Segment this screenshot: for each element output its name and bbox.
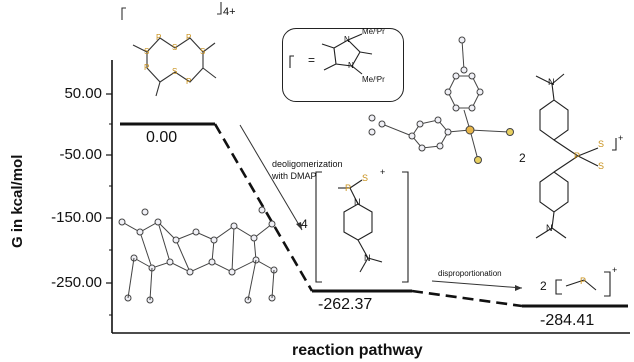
legend-box <box>282 28 404 102</box>
legend-equals: = <box>308 53 316 67</box>
ring-atom-s: S <box>144 47 150 56</box>
legend-substituent-bottom: Me/ⁱPr <box>362 75 385 84</box>
coefficient-2-upper: 2 <box>519 151 526 165</box>
ring-atom-s: S <box>172 67 178 76</box>
bis-dmap-cation <box>535 73 617 239</box>
step-label-deoligomerization: deoligomerization <box>272 159 343 169</box>
arrow-head <box>515 285 522 291</box>
phosphenium-charge: + <box>612 265 618 275</box>
ring-atom-p: P <box>156 33 162 42</box>
adduct-atom-n: N <box>354 197 361 207</box>
coefficient-4: 4 <box>301 217 308 231</box>
step-label-dmap: with DMAP <box>272 171 317 181</box>
connector-1 <box>213 123 314 292</box>
ring-atom-s: S <box>172 43 178 52</box>
y-tick-label: -250.00 <box>51 274 102 291</box>
right-atom-p: P <box>574 151 581 161</box>
arrow-head <box>296 222 302 230</box>
y-tick-label: 50.00 <box>64 85 102 102</box>
legend-atom-n: N <box>344 35 350 44</box>
adduct-charge: + <box>380 167 386 177</box>
crystal-structure-right <box>368 36 514 164</box>
ring-atom-p: P <box>186 33 192 42</box>
right-atom-n: N <box>546 223 553 233</box>
energy-label-0: 0.00 <box>146 129 178 146</box>
energy-label-1: -262.37 <box>318 296 373 313</box>
step-label-disproportionation: disproportionation <box>438 269 502 278</box>
energy-label-2: -284.41 <box>540 312 595 329</box>
legend-substituent-top: Me/ⁱPr <box>362 27 385 36</box>
right-atom-s: S <box>598 161 605 171</box>
adduct-atom-p: P <box>345 183 352 193</box>
dmap-adduct <box>315 171 409 283</box>
right-atom-s: S <box>598 139 605 149</box>
right-charge: + <box>618 133 624 143</box>
adduct-atom-n: N <box>364 253 371 263</box>
connector-2 <box>411 289 523 308</box>
p4s4-ring <box>121 2 222 97</box>
coefficient-2-lower: 2 <box>540 279 547 293</box>
arrow-disproportionation <box>431 280 523 289</box>
legend-atom-n: N <box>348 61 354 70</box>
x-axis-label: reaction pathway <box>292 342 423 359</box>
y-axis-label: G in kcal/mol <box>9 154 26 248</box>
ring-atom-p: P <box>186 77 192 86</box>
adduct-atom-s: S <box>362 173 369 183</box>
ring-atom-p: P <box>144 63 150 72</box>
crystal-structure-left <box>118 206 278 304</box>
legend-carbene <box>289 33 373 75</box>
right-atom-n: N <box>548 77 555 87</box>
ring-atom-s: S <box>200 47 206 56</box>
ring-charge: 4+ <box>223 6 236 18</box>
phosphenium-fragment <box>555 271 611 297</box>
phosphenium-atom-p: P <box>580 276 587 286</box>
y-tick-label: -150.00 <box>51 209 102 226</box>
y-tick-label: -50.00 <box>59 146 102 163</box>
arrow-deoligomerization <box>239 124 303 231</box>
